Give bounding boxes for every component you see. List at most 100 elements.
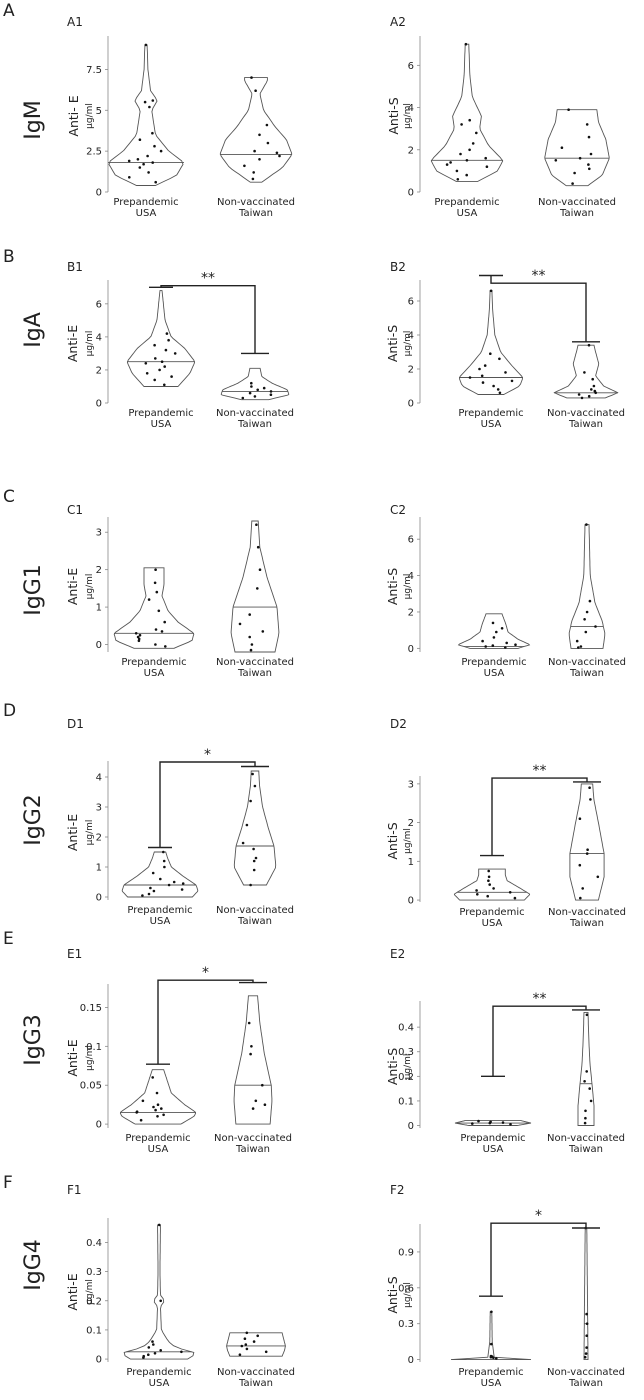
data-point-e1: [160, 1107, 163, 1110]
y-tick-label-e1: 0.1: [86, 1042, 102, 1053]
group-label-line: USA: [481, 419, 502, 430]
data-point-c1: [160, 630, 164, 633]
data-point-e1: [254, 1099, 258, 1103]
data-point-b1: [154, 357, 157, 360]
data-point-d1: [180, 888, 184, 891]
data-point-c2: [579, 645, 583, 648]
data-point-d2: [487, 869, 491, 873]
data-point-e2: [584, 1116, 587, 1120]
data-point-c1: [249, 648, 253, 652]
y-tick-label-b1: 6: [96, 299, 102, 310]
data-point-a1: [252, 171, 255, 174]
group-label-line: Non-vaccinated: [547, 1133, 625, 1144]
data-point-b2: [504, 371, 507, 374]
section-letter-f: F: [3, 1173, 13, 1193]
data-point-e1: [155, 1091, 159, 1095]
data-point-f1: [238, 1353, 242, 1356]
data-point-a2: [554, 159, 558, 162]
violin-a1-prepandemic-usa: [108, 44, 184, 186]
data-point-a1: [136, 158, 140, 161]
y-axis-unit-c2: μg/ml: [403, 574, 413, 600]
significance-bracket-f2: [490, 1222, 587, 1297]
violin-b2-prepandemic-usa: [459, 290, 523, 395]
data-point-e1: [152, 1105, 155, 1109]
data-point-a1: [159, 149, 163, 153]
violin-f2-non-vaccinated-taiwan: [583, 1227, 589, 1361]
data-point-d2: [487, 875, 491, 879]
data-point-d1: [162, 850, 165, 854]
data-point-f1: [153, 1352, 157, 1355]
y-axis-label-b2: Anti-S: [385, 325, 400, 362]
data-point-a1: [265, 123, 269, 127]
antibody-label-igg4: IgG4: [21, 1239, 46, 1291]
section-letter-c: C: [3, 487, 15, 507]
data-point-c2: [495, 630, 498, 634]
y-tick-label-b1: 4: [96, 332, 102, 343]
data-point-e1: [162, 1113, 165, 1117]
data-point-f2: [583, 1355, 587, 1359]
group-label-line: Prepandemic: [121, 657, 186, 668]
y-tick-label-f2: 0.9: [398, 1247, 414, 1258]
y-tick-label-a2: 0: [408, 188, 414, 199]
data-point-e1: [141, 1099, 145, 1103]
data-point-c1: [154, 568, 157, 571]
y-tick-label-d1: 1: [96, 863, 102, 874]
group-label-line: Prepandemic: [126, 1367, 191, 1378]
data-point-d1: [252, 868, 256, 872]
group-label-line: Taiwan: [569, 668, 604, 679]
data-point-b1: [153, 378, 156, 382]
data-point-d2: [588, 786, 591, 789]
y-tick-label-e1: 0: [96, 1120, 102, 1131]
group-label-line: USA: [483, 1144, 504, 1155]
data-point-c1: [250, 643, 254, 646]
panel-label-f1: F1: [67, 1183, 82, 1197]
y-tick-label-a1: 5: [96, 106, 102, 117]
y-tick-label-d2: 3: [408, 779, 414, 790]
data-point-d2: [578, 817, 582, 820]
data-point-c1: [153, 581, 157, 585]
data-point-c2: [584, 630, 588, 634]
y-tick-label-e1: 0.05: [80, 1081, 102, 1092]
data-point-c2: [588, 599, 592, 603]
data-point-f1: [243, 1337, 247, 1340]
data-point-d2: [487, 879, 490, 882]
data-point-b2: [587, 394, 591, 398]
y-axis-label-b1: Anti-E: [65, 325, 80, 362]
data-point-f1: [240, 1344, 244, 1348]
y-axis-unit-e2: μg/ml: [403, 1054, 413, 1080]
data-point-b2: [480, 374, 484, 378]
data-point-c1: [154, 643, 157, 646]
data-point-e2: [509, 1123, 512, 1126]
antibody-label-igg2: IgG2: [21, 794, 46, 846]
data-point-a2: [465, 173, 469, 177]
data-point-a1: [138, 138, 142, 141]
y-axis-label-d2: Anti-S: [385, 822, 400, 859]
data-point-c1: [258, 568, 262, 571]
section-letter-d: D: [3, 701, 16, 721]
data-point-d1: [245, 823, 249, 827]
section-letter-a: A: [3, 1, 15, 21]
data-point-b2: [489, 289, 493, 293]
data-point-b2: [492, 384, 495, 388]
data-point-f1: [151, 1340, 154, 1343]
significance-bracket-b1: [160, 284, 256, 354]
data-point-a2: [571, 182, 574, 185]
group-label-line: Taiwan: [568, 1144, 603, 1155]
panel-label-c1: C1: [67, 503, 83, 517]
data-point-e2: [585, 1070, 588, 1073]
y-tick-label-b1: 2: [96, 365, 102, 376]
y-tick-label-f1: 0.3: [86, 1267, 102, 1278]
data-point-a1: [254, 89, 257, 92]
data-point-a1: [250, 76, 253, 79]
group-label-line: Prepandemic: [461, 657, 526, 668]
data-point-c2: [484, 645, 488, 648]
group-label-line: Non-vaccinated: [217, 197, 295, 208]
violin-c2-prepandemic-usa: [457, 613, 531, 649]
